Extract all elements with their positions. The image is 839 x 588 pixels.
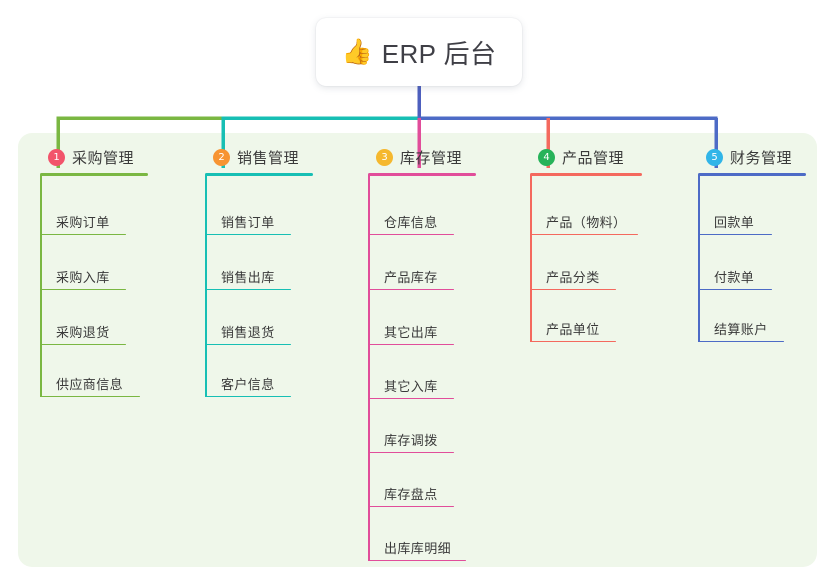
leaf-item-underline (205, 288, 291, 290)
leaf-item-label: 销售订单 (221, 215, 275, 230)
leaf-item-label: 库存盘点 (384, 487, 438, 502)
leaf-item-underline (205, 343, 291, 345)
branch-underline (530, 173, 642, 176)
leaf-item-label: 客户信息 (221, 377, 275, 392)
branch-number-badge: 5 (706, 148, 723, 166)
leaf-item-label: 产品（物料） (546, 215, 627, 230)
leaf-item-underline (530, 233, 638, 235)
leaf-item-label: 仓库信息 (384, 215, 438, 230)
leaf-item-label: 产品单位 (546, 322, 600, 337)
leaf-item-underline (205, 233, 291, 235)
leaf-item-underline (40, 233, 126, 235)
leaf-item-label: 库存调拨 (384, 433, 438, 448)
branch-underline (368, 173, 476, 176)
branch-column-4: 4 产品管理 (530, 146, 642, 176)
branch-title: 财务管理 (730, 149, 793, 167)
leaf-item-underline (40, 395, 140, 397)
leaf-item-label: 采购退货 (56, 325, 110, 340)
thumbs-up-icon: 👍 (341, 37, 373, 66)
leaf-item-underline (368, 233, 454, 235)
branch-header-4[interactable]: 4 产品管理 (530, 146, 642, 168)
branch-header-3[interactable]: 3 库存管理 (368, 146, 476, 168)
leaf-item-underline (40, 288, 126, 290)
branch-title: 库存管理 (400, 149, 463, 167)
branch-number-badge: 2 (213, 148, 230, 166)
branch-title: 销售管理 (237, 149, 300, 167)
branch-underline (205, 173, 313, 176)
branch-title: 产品管理 (562, 149, 625, 167)
leaf-item-label: 采购订单 (56, 215, 110, 230)
leaf-item-underline (698, 233, 772, 235)
leaf-item-underline (40, 343, 126, 345)
leaf-item-underline (368, 505, 454, 507)
diagram-panel (18, 133, 817, 567)
root-node-erp-backend[interactable]: 👍 ERP 后台 (316, 18, 522, 86)
leaf-item-label: 采购入库 (56, 270, 110, 285)
leaf-item-label: 产品库存 (384, 270, 438, 285)
branch-column-2: 2 销售管理 (205, 146, 313, 176)
branch-header-2[interactable]: 2 销售管理 (205, 146, 313, 168)
leaf-item-label: 供应商信息 (56, 377, 124, 392)
branch-number-badge: 4 (538, 148, 555, 166)
leaf-item-label: 其它出库 (384, 325, 438, 340)
branch-number-badge: 1 (48, 148, 65, 166)
leaf-item-underline (368, 288, 454, 290)
branch-header-1[interactable]: 1 采购管理 (40, 146, 148, 168)
branch-underline (40, 173, 148, 176)
branch-header-5[interactable]: 5 财务管理 (698, 146, 806, 168)
leaf-item-underline (698, 340, 784, 342)
leaf-item-underline (530, 340, 616, 342)
leaf-item-underline (368, 343, 454, 345)
leaf-item-underline (368, 451, 454, 453)
branch-number-badge: 3 (376, 148, 393, 166)
leaf-item-label: 其它入库 (384, 379, 438, 394)
leaf-item-label: 销售退货 (221, 325, 275, 340)
leaf-item-underline (368, 559, 466, 561)
branch-underline (698, 173, 806, 176)
branch-column-1: 1 采购管理 (40, 146, 148, 176)
branch-column-3: 3 库存管理 (368, 146, 476, 176)
leaf-item-label: 回款单 (714, 215, 755, 230)
leaf-item-label: 销售出库 (221, 270, 275, 285)
leaf-item-underline (368, 397, 454, 399)
root-title: ERP 后台 (381, 38, 497, 69)
branch-column-5: 5 财务管理 (698, 146, 806, 176)
leaf-item-underline (205, 395, 291, 397)
leaf-item-label: 付款单 (714, 270, 755, 285)
leaf-item-underline (530, 288, 616, 290)
branch-title: 采购管理 (72, 149, 135, 167)
leaf-item-label: 结算账户 (714, 322, 768, 337)
leaf-item-underline (698, 288, 772, 290)
leaf-item-label: 出库库明细 (384, 541, 452, 556)
leaf-item-label: 产品分类 (546, 270, 600, 285)
